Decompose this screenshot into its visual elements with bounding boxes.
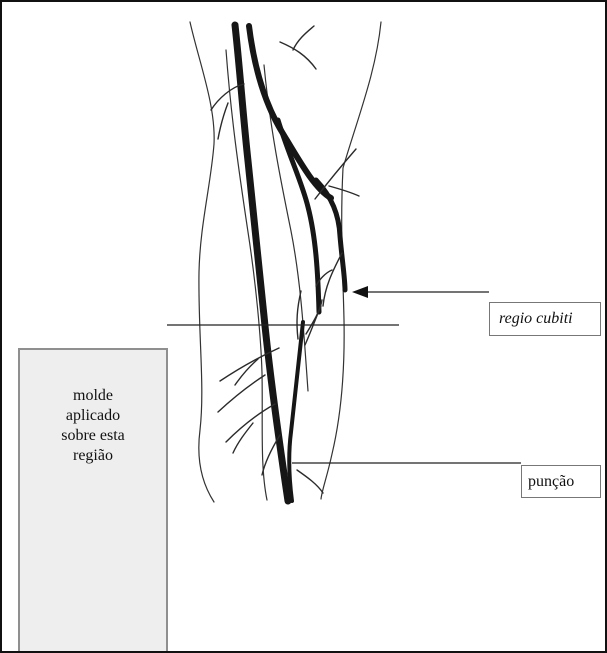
- lower-left-branch-3: [218, 375, 265, 412]
- cephalic-vein: [235, 25, 288, 501]
- left-arm-contour: [190, 22, 214, 502]
- regio-cubiti-label: regio cubiti: [489, 302, 601, 336]
- main-veins: [235, 25, 345, 501]
- small-veins: [211, 26, 359, 493]
- upper-right-twig: [293, 26, 314, 50]
- elbow-right-branch: [323, 253, 342, 306]
- regio-arrowhead: [352, 286, 368, 298]
- lower-left-branch-2: [235, 359, 258, 385]
- puncao-label: punção: [521, 465, 601, 498]
- basilic-vein: [249, 26, 331, 198]
- lower-right-twig: [297, 470, 323, 493]
- middle-right-branch: [315, 149, 356, 199]
- lower-median-vein: [289, 322, 303, 501]
- lower-left-branch-4: [226, 404, 275, 442]
- upper-right-branch: [280, 42, 316, 69]
- upper-left-twig: [218, 103, 228, 139]
- middle-right-twig: [329, 186, 359, 196]
- lateral-branch-vein: [316, 180, 345, 290]
- arm-outline: [190, 22, 381, 502]
- mold-annotation-text: molde aplicado sobre esta região: [61, 386, 125, 466]
- right-arm-contour: [321, 22, 381, 499]
- mold-annotation-box: molde aplicado sobre esta região: [18, 348, 168, 653]
- lower-left-branch-5: [233, 423, 253, 453]
